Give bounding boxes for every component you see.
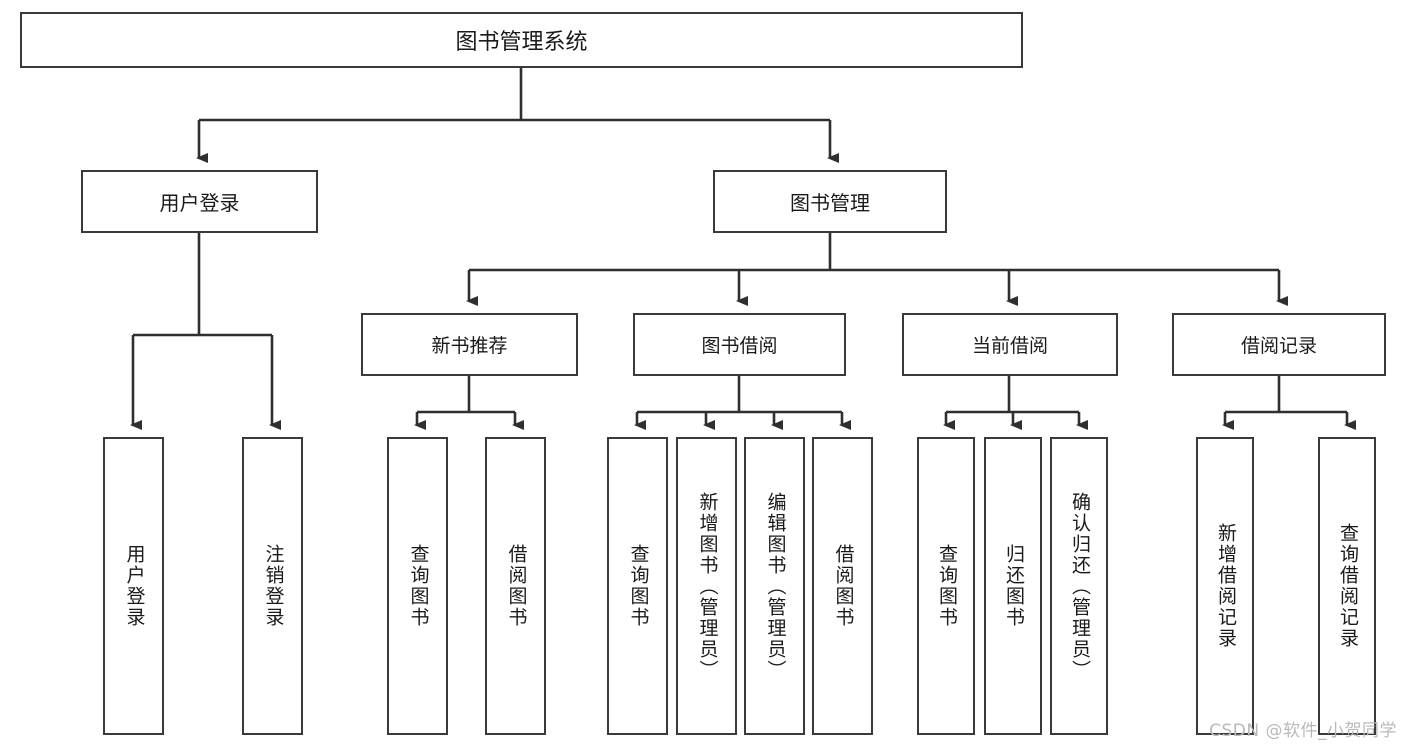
node-book-borrow-label: 图书借阅 — [701, 335, 778, 357]
leaf-user-login-2[interactable]: 注销登录 — [242, 437, 303, 735]
leaf-current-borrow-2[interactable]: 归还图书 — [984, 437, 1042, 735]
leaf-book-borrow-1-label: 查询图书 — [627, 544, 650, 628]
leaf-borrow-record-1-label: 新增借阅记录 — [1214, 523, 1237, 649]
leaf-book-borrow-3-label: 编辑图书（管理员） — [764, 491, 787, 681]
leaf-book-borrow-3[interactable]: 编辑图书（管理员） — [744, 437, 805, 735]
node-new-book-recommend-label: 新书推荐 — [431, 335, 508, 357]
node-user-login[interactable]: 用户登录 — [81, 170, 318, 233]
leaf-borrow-record-1[interactable]: 新增借阅记录 — [1196, 437, 1254, 735]
node-new-book-recommend[interactable]: 新书推荐 — [361, 313, 578, 376]
leaf-new-book-2-label: 借阅图书 — [505, 544, 528, 628]
node-root-system[interactable]: 图书管理系统 — [20, 12, 1023, 68]
node-book-management-label: 图书管理 — [790, 191, 870, 215]
leaf-borrow-record-2[interactable]: 查询借阅记录 — [1318, 437, 1376, 735]
leaf-current-borrow-1[interactable]: 查询图书 — [917, 437, 975, 735]
leaf-book-borrow-4[interactable]: 借阅图书 — [812, 437, 873, 735]
leaf-current-borrow-1-label: 查询图书 — [935, 544, 958, 628]
leaf-book-borrow-2-label: 新增图书（管理员） — [696, 491, 719, 681]
leaf-user-login-1-label: 用户登录 — [123, 544, 146, 628]
node-current-borrow[interactable]: 当前借阅 — [902, 313, 1118, 376]
leaf-user-login-1[interactable]: 用户登录 — [103, 437, 164, 735]
leaf-borrow-record-2-label: 查询借阅记录 — [1336, 523, 1359, 649]
leaf-new-book-1[interactable]: 查询图书 — [387, 437, 448, 735]
leaf-user-login-2-label: 注销登录 — [262, 544, 285, 628]
leaf-current-borrow-3[interactable]: 确认归还（管理员） — [1050, 437, 1108, 735]
node-user-login-label: 用户登录 — [159, 191, 240, 215]
node-book-management[interactable]: 图书管理 — [713, 170, 947, 233]
node-book-borrow[interactable]: 图书借阅 — [633, 313, 846, 376]
csdn-watermark: CSDN @软件_小贺同学 — [1209, 721, 1397, 741]
leaf-book-borrow-4-label: 借阅图书 — [832, 544, 855, 628]
leaf-current-borrow-2-label: 归还图书 — [1002, 544, 1025, 628]
leaf-book-borrow-1[interactable]: 查询图书 — [607, 437, 668, 735]
node-current-borrow-label: 当前借阅 — [971, 335, 1048, 357]
node-root-label: 图书管理系统 — [455, 30, 588, 55]
leaf-current-borrow-3-label: 确认归还（管理员） — [1068, 491, 1091, 681]
leaf-new-book-2[interactable]: 借阅图书 — [485, 437, 546, 735]
node-borrow-record[interactable]: 借阅记录 — [1172, 313, 1386, 376]
node-borrow-record-label: 借阅记录 — [1240, 335, 1317, 357]
leaf-book-borrow-2[interactable]: 新增图书（管理员） — [676, 437, 737, 735]
leaf-new-book-1-label: 查询图书 — [407, 544, 430, 628]
